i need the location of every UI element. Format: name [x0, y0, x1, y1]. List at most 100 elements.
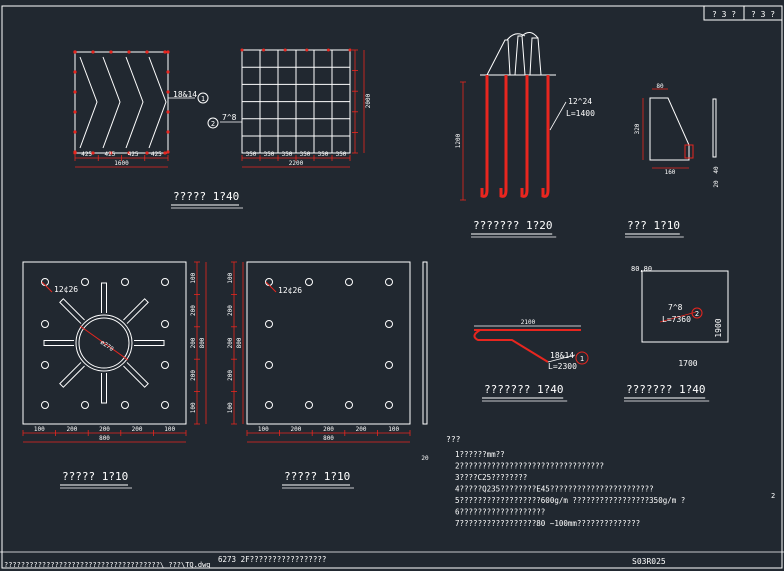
base-plate-left: [22, 261, 187, 425]
note-line: 7?????????????????80 ~100mm?????????????…: [455, 519, 640, 528]
dims-right-label: 350: [264, 151, 275, 158]
plate-right-dims-label: 100: [388, 426, 399, 433]
rebar-dot: [109, 151, 113, 155]
bolt-hole: [121, 278, 129, 286]
anchor-bar: [520, 75, 529, 198]
stiffener-rib: [59, 298, 85, 324]
bolt-hole: [161, 278, 169, 286]
title-anchor-bolt: ??????? 1?20: [473, 219, 552, 232]
stirrup-corner: 80,80: [631, 265, 652, 273]
plate-right-dims-label: 100: [258, 426, 269, 433]
rebar-dot: [73, 90, 77, 94]
dims-left-label: 425: [104, 151, 115, 158]
plate-left-side-label: 100: [190, 402, 197, 413]
bolt-hole: [41, 361, 49, 369]
bar-callout: [575, 351, 589, 365]
bar-spec: 18&14: [550, 351, 574, 360]
center-tube-inner: [78, 317, 130, 369]
sec-dim-left-label: 320: [634, 123, 641, 134]
bolt-hole: [385, 361, 393, 369]
dims-right-label: 350: [318, 151, 329, 158]
stirrup-no: 2: [695, 310, 699, 318]
plate-right-side-label: 200: [227, 337, 234, 348]
page-number: 2: [771, 492, 775, 500]
rebar-dot: [166, 110, 170, 114]
rebar1-no: 1: [201, 95, 205, 103]
title-top-left: ????? 1?40: [173, 190, 239, 203]
title-bar-detail: ??????? 1?40: [484, 383, 563, 396]
note-line: 5??????????????????600g/m ??????????????…: [455, 496, 685, 505]
plate-right-dims-label: 200: [356, 426, 367, 433]
bolt-hole: [305, 401, 313, 409]
stiffener-rib: [59, 362, 85, 388]
title-cell-1-text: ? 3 ?: [712, 10, 736, 19]
rebar-dot: [73, 130, 77, 134]
plate-left-side-label: 200: [190, 337, 197, 348]
title-stirrup: ??????? 1?40: [626, 383, 705, 396]
stirrup-callout: [691, 307, 703, 319]
stiffener-rib: [134, 340, 165, 346]
rebar-dot: [91, 151, 95, 155]
bolt-hole: [161, 361, 169, 369]
plate-left-side-label: 100: [190, 272, 197, 283]
hole-label-right: 12¢26: [278, 286, 302, 295]
plate-thickness-edge: [422, 261, 428, 425]
anchor-bar: [480, 75, 489, 198]
plate-left-side-total: 800: [199, 337, 206, 348]
note-line: 3????C25????????: [455, 473, 527, 482]
footer-path: ?????????????????????????????????????\ ?…: [4, 561, 211, 569]
anchor-bar: [499, 75, 508, 198]
bolt-hole: [265, 401, 273, 409]
bolt-hole: [121, 401, 129, 409]
title-cell-2: [743, 5, 783, 21]
chevron-bar: [125, 56, 144, 149]
title-cell-2-text: ? 3 ?: [751, 10, 775, 19]
dims-right-label: 350: [246, 151, 257, 158]
stirrup-width: 1700: [678, 359, 697, 368]
stirrup-length: L=7360: [662, 315, 691, 324]
plate-left-dims-total: 800: [99, 435, 110, 442]
plate-edge: [712, 98, 717, 158]
bolt-hole: [265, 361, 273, 369]
rebar-dot: [73, 50, 77, 54]
sec-dim-right-a: 40: [713, 166, 720, 174]
section-outline: [649, 97, 690, 161]
base-plate-right: [246, 261, 411, 425]
plate-right-side-label: 100: [227, 402, 234, 413]
rebar-dot: [305, 48, 309, 52]
hole-leader: [41, 281, 53, 293]
plate-thickness-label: 20: [421, 455, 429, 462]
bar-dim-label: 2100: [521, 319, 536, 326]
rebar-dot: [145, 151, 149, 155]
plate-right-side-total: 800: [236, 337, 243, 348]
dims-right-label: 350: [282, 151, 293, 158]
stiffener-rib: [43, 340, 74, 346]
dims-right-total: 2200: [289, 160, 304, 167]
sec-dim-top-label: 80: [656, 83, 664, 90]
rebar-dot: [326, 48, 330, 52]
bolt-top: [506, 32, 539, 41]
bolt-hole: [345, 401, 353, 409]
rebar1-label: 18&14: [173, 90, 197, 99]
title-side-section: ??? 1?10: [627, 219, 680, 232]
stiffener-rib: [101, 282, 107, 313]
rebar-dot: [73, 70, 77, 74]
dims-left-label: 425: [128, 151, 139, 158]
bolt-head: [486, 35, 542, 76]
bolt-hole: [161, 320, 169, 328]
bolt-hole: [345, 278, 353, 286]
chevron-bar: [148, 56, 167, 149]
plate-right-dims-total: 800: [323, 435, 334, 442]
plate-right-side-label: 200: [227, 305, 234, 316]
plate-right-dims-label: 200: [323, 426, 334, 433]
footer-code: S03R025: [632, 557, 666, 566]
note-line: 4?????Q235????????E45???????????????????…: [455, 485, 654, 494]
plate-left-dims-label: 100: [164, 426, 175, 433]
notes-heading: ???: [446, 435, 461, 444]
anchor-bar: [541, 75, 550, 198]
sec-dim-right-b: 20: [713, 180, 720, 188]
rebar-dot: [91, 50, 95, 54]
rebar2-no: 2: [211, 120, 215, 128]
rebar-dot: [127, 151, 131, 155]
